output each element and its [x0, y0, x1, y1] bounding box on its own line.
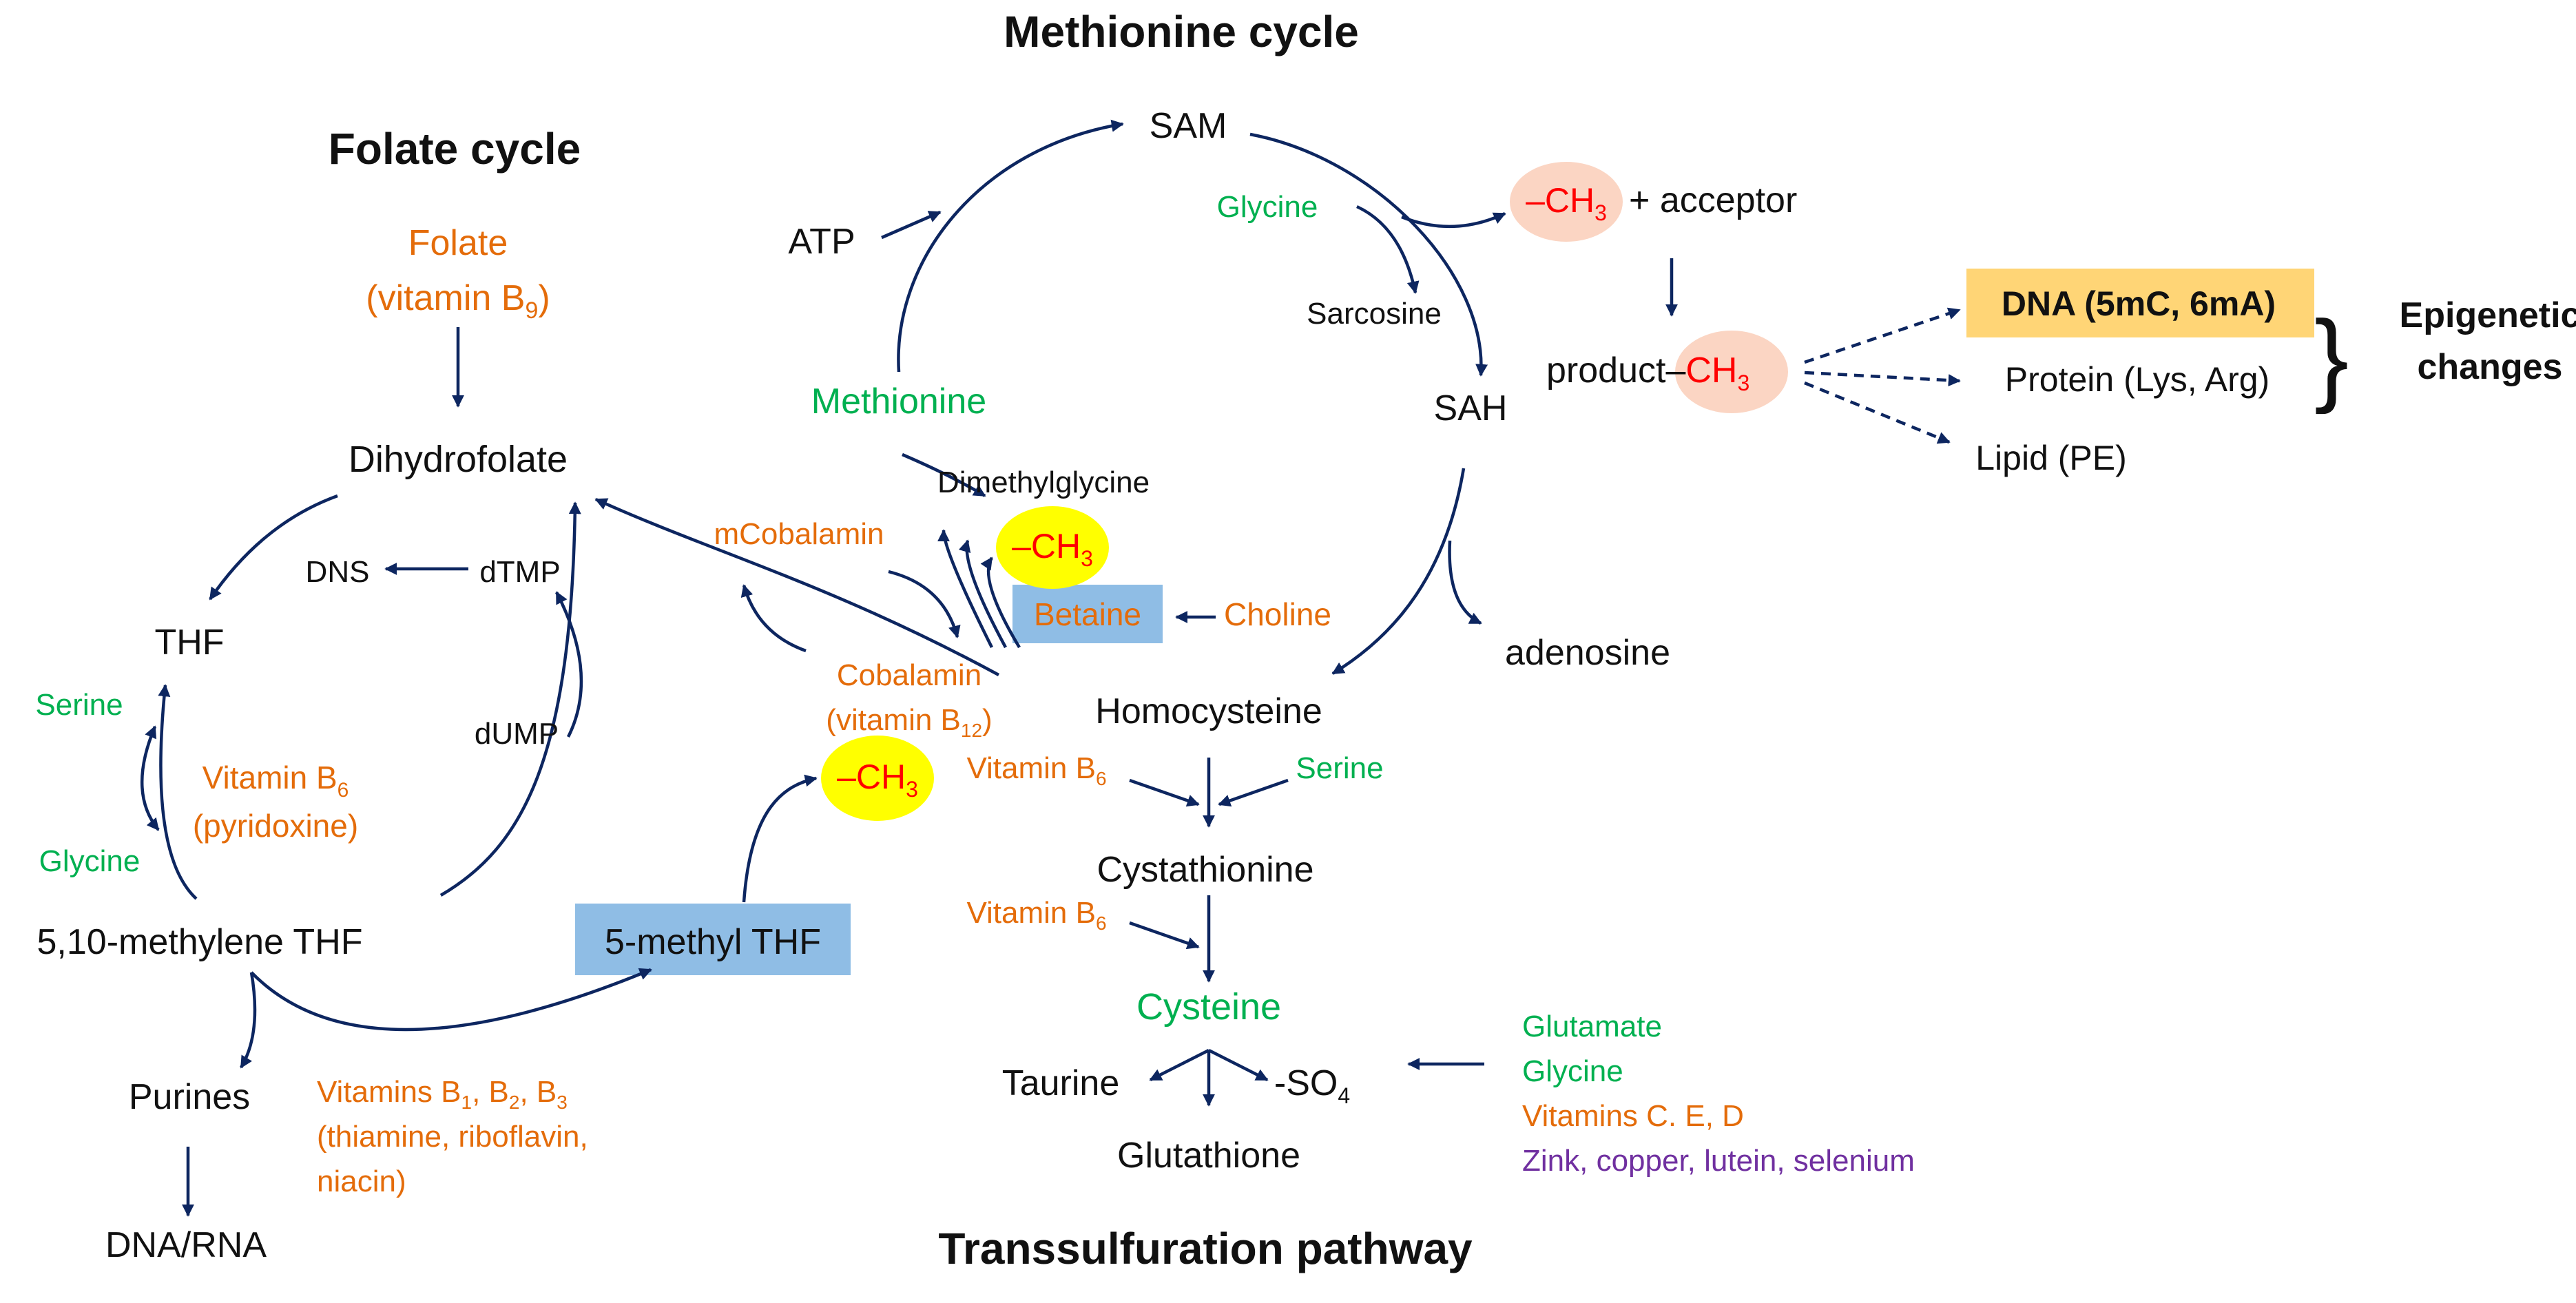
- epigenetic-label-line2: changes: [2418, 347, 2563, 387]
- dtmp-label: dTMP: [479, 555, 560, 589]
- methyl-oval-betaine: [996, 506, 1109, 589]
- dns-label: DNS: [306, 555, 370, 589]
- glutathione-label: Glutathione: [1117, 1136, 1300, 1176]
- dump-label: dUMP: [475, 717, 559, 751]
- methyl-oval-folate: [821, 736, 934, 821]
- methyl-oval-product: [1675, 331, 1788, 413]
- vitamin-b6-label: Vitamin B6: [202, 760, 349, 802]
- thf-label: THF: [154, 623, 224, 663]
- adenosine-label: adenosine: [1505, 633, 1670, 673]
- dimethylglycine-label: Dimethylglycine: [937, 466, 1150, 499]
- homocysteine-label: Homocysteine: [1095, 691, 1322, 731]
- acceptor-label: + acceptor: [1629, 180, 1797, 220]
- methyl-sam-label: –CH3: [1526, 181, 1607, 225]
- serine-transsulfuration-label: Serine: [1296, 751, 1383, 785]
- atp-label: ATP: [788, 222, 855, 262]
- glycine-label: Glycine: [39, 844, 141, 878]
- glycine-sam-label: Glycine: [1217, 190, 1318, 224]
- methionine-label: Methionine: [811, 382, 986, 421]
- methyl-betaine-label: –CH3: [1012, 527, 1093, 571]
- so4-label: -SO4: [1274, 1063, 1350, 1108]
- dna-highlight-box: [1966, 269, 2314, 337]
- folate-label: Folate: [408, 223, 508, 263]
- cobalamin-label: Cobalamin: [837, 658, 981, 692]
- choline-label: Choline: [1224, 596, 1331, 632]
- methyl-thf-box: [575, 904, 851, 975]
- serine-label: Serine: [35, 688, 123, 722]
- glutamate-label: Glutamate: [1522, 1010, 1662, 1043]
- pyridoxine-label: (pyridoxine): [193, 808, 358, 844]
- vitamin-b9-label: (vitamin B9): [366, 278, 550, 324]
- methyl-oval-sam: [1510, 162, 1623, 242]
- dna-rna-label: DNA/RNA: [105, 1225, 267, 1265]
- betaine-label: Betaine: [1034, 596, 1141, 632]
- sah-label: SAH: [1434, 388, 1508, 428]
- protein-methylation-label: Protein (Lys, Arg): [2005, 360, 2269, 399]
- epigenetic-label-line1: Epigenetic: [2400, 295, 2576, 335]
- vitamins-ced-label: Vitamins C. E, D: [1522, 1099, 1744, 1133]
- vitamin-b12-label: (vitamin B12): [826, 703, 992, 741]
- methyl-thf-label: 5-methyl THF: [605, 922, 821, 962]
- methyl-folate-label: –CH3: [837, 758, 918, 802]
- taurine-label: Taurine: [1002, 1063, 1120, 1103]
- minerals-label: Zink, copper, lutein, selenium: [1522, 1144, 1915, 1178]
- mcobalamin-label: mCobalamin: [714, 517, 884, 551]
- lipid-methylation-label: Lipid (PE): [1975, 439, 2127, 477]
- glycine-transsulfuration-label: Glycine: [1522, 1054, 1623, 1088]
- epigenetic-brace: }: [2314, 299, 2349, 415]
- purines-label: Purines: [129, 1077, 250, 1117]
- vitamin-b6-homocysteine-label: Vitamin B6: [966, 751, 1106, 789]
- methylene-thf-label: 5,10-methylene THF: [37, 922, 362, 962]
- dna-methylation-label: DNA (5mC, 6mA): [2002, 284, 2276, 323]
- thiamine-label: (thiamine, riboflavin,: [317, 1120, 588, 1154]
- methionine-cycle-title: Methionine cycle: [1004, 7, 1359, 56]
- betaine-box: [1012, 585, 1163, 643]
- folate-cycle-title: Folate cycle: [329, 124, 581, 174]
- cystathionine-label: Cystathionine: [1097, 850, 1313, 890]
- dihydrofolate-label: Dihydrofolate: [349, 439, 568, 480]
- product-methyl-label: product–CH3: [1546, 351, 1749, 395]
- niacin-label: niacin): [317, 1165, 406, 1198]
- transsulfuration-title: Transsulfuration pathway: [938, 1224, 1473, 1273]
- sam-label: SAM: [1150, 106, 1227, 146]
- sarcosine-label: Sarcosine: [1307, 297, 1442, 331]
- vitamins-b123-label: Vitamins B1, B2, B3: [317, 1075, 568, 1113]
- vitamin-b6-cystathionine-label: Vitamin B6: [966, 896, 1106, 934]
- arrows: [140, 119, 1961, 1217]
- cysteine-label: Cysteine: [1136, 986, 1281, 1028]
